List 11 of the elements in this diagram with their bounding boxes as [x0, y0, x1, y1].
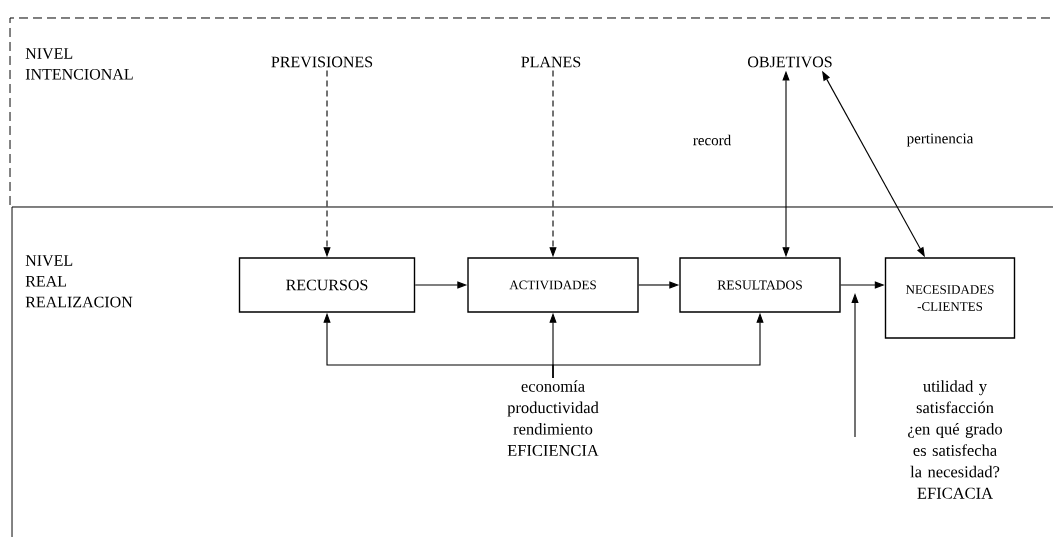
edge-label: record [690, 132, 734, 148]
process-box: ACTIVIDADES [467, 257, 639, 313]
process-box: NECESIDADES -CLIENTES [884, 257, 1016, 339]
level-label: OBJETIVOS [748, 56, 832, 68]
process-box: RECURSOS [238, 257, 416, 313]
criteria-text: utilidad y satisfacción ¿en qué grado es satisfecha la necesidad? EFICACIA [908, 380, 1002, 499]
level-label: PLANES [521, 56, 581, 68]
process-box: RESULTADOS [679, 257, 841, 313]
level-label: PREVISIONES [271, 56, 373, 68]
edge-label: pertinencia [904, 131, 976, 149]
criteria-text: economía productividad rendimiento EFICIENCIA [507, 380, 599, 456]
